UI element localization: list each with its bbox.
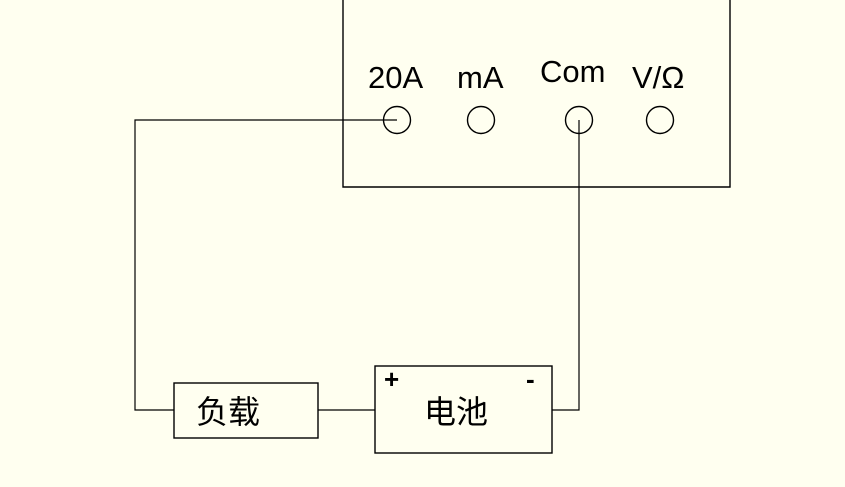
load-box xyxy=(173,382,319,439)
terminal-label-ma: mA xyxy=(457,60,504,95)
battery-label: 电池 xyxy=(424,393,488,431)
wire-com-to-battery xyxy=(552,120,580,411)
terminal-jack-vohm xyxy=(645,105,675,135)
battery-box xyxy=(374,365,553,454)
wire-20a-to-load xyxy=(134,119,397,411)
terminal-jack-ma xyxy=(466,105,496,135)
terminal-label-com: Com xyxy=(540,54,605,89)
multimeter-body xyxy=(342,0,731,188)
battery-minus-sign: - xyxy=(526,364,535,394)
terminal-label-20a: 20A xyxy=(368,60,423,95)
battery-plus-sign: + xyxy=(384,364,399,394)
load-label: 负载 xyxy=(196,393,260,431)
terminal-label-vohm: V/Ω xyxy=(632,60,684,95)
